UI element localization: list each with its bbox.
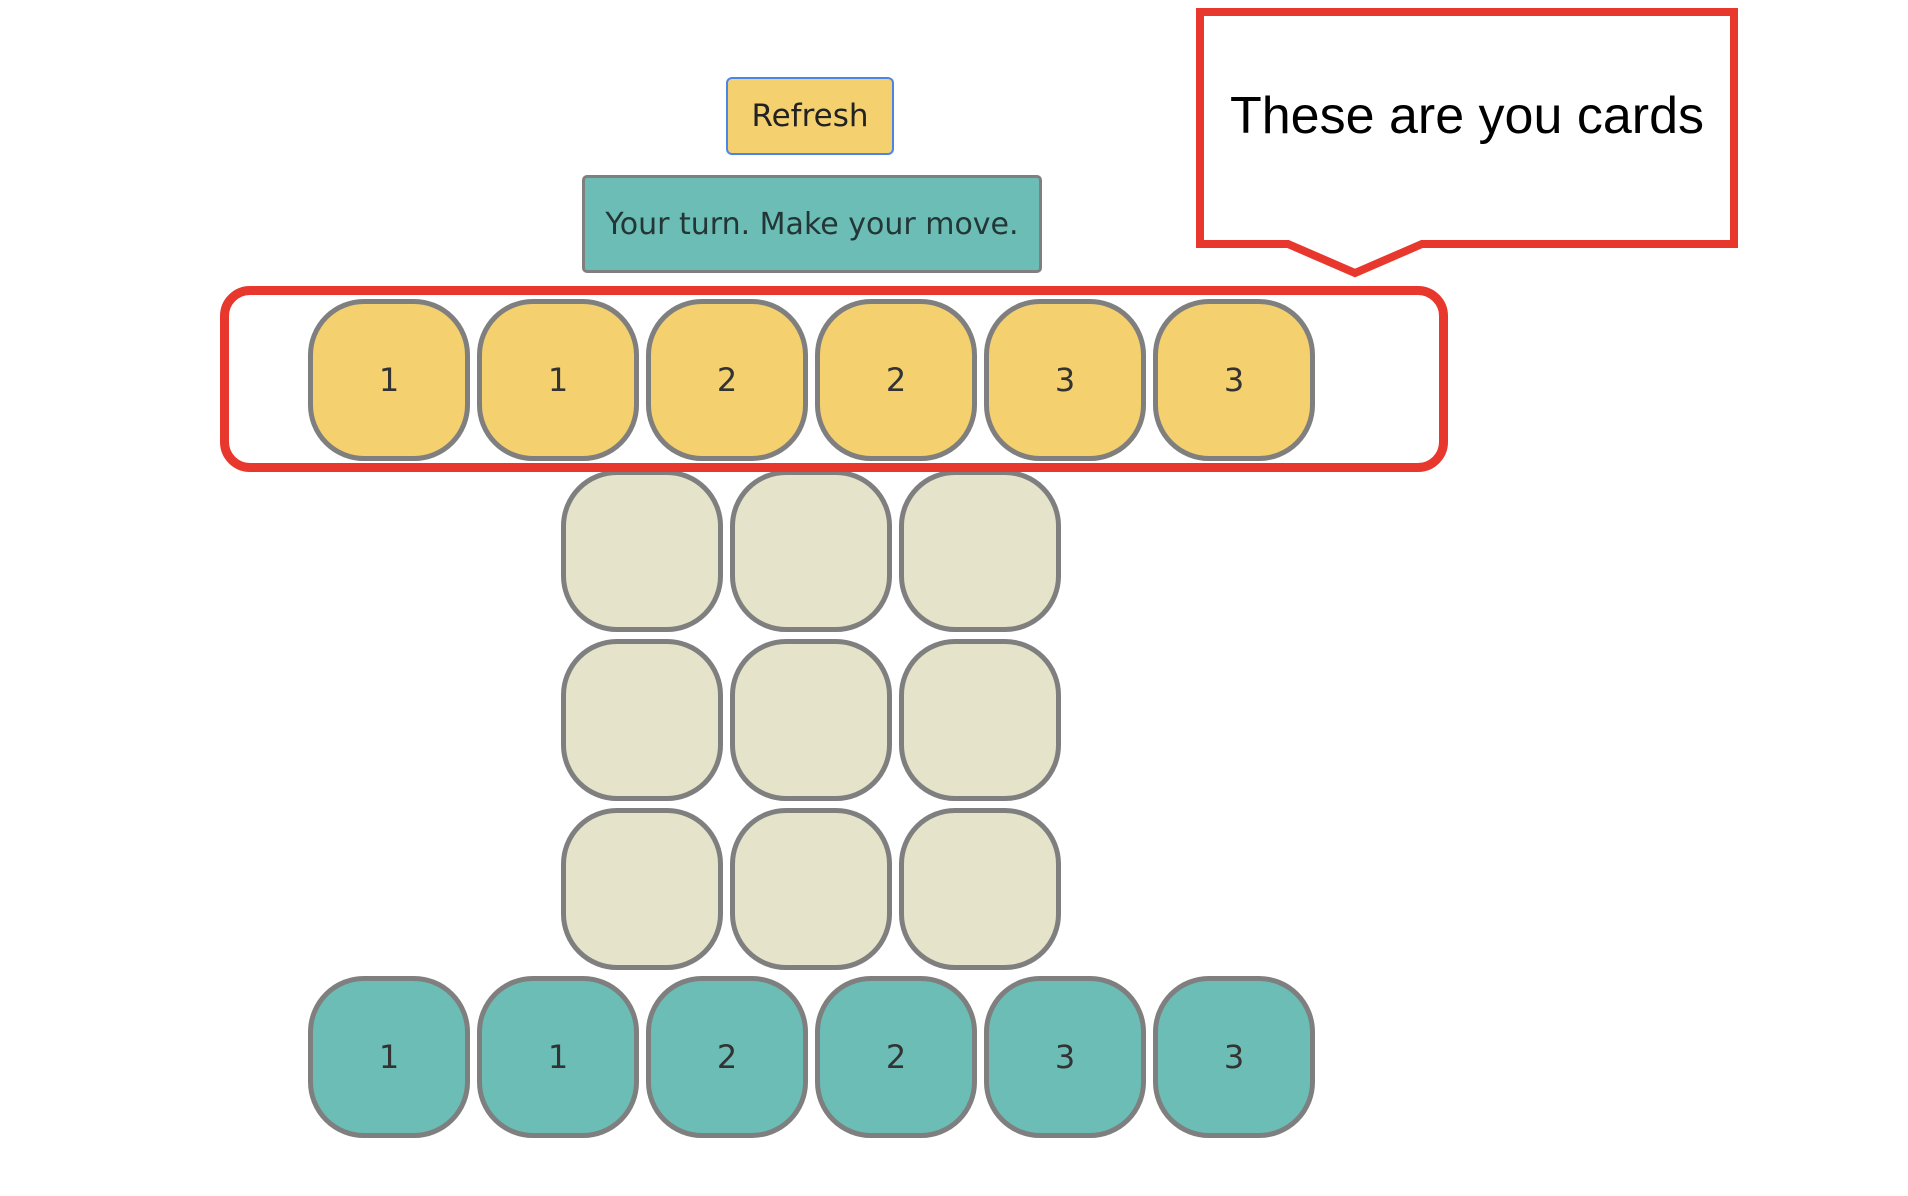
board-cell[interactable] [730,808,892,970]
board-cell[interactable] [561,470,723,632]
player-card[interactable]: 1 [477,299,639,461]
opponent-card: 3 [1153,976,1315,1138]
opponent-card: 1 [308,976,470,1138]
board-cell[interactable] [899,639,1061,801]
opponent-card: 2 [815,976,977,1138]
player-card[interactable]: 3 [984,299,1146,461]
player-card[interactable]: 1 [308,299,470,461]
board-cell[interactable] [899,470,1061,632]
player-card[interactable]: 2 [646,299,808,461]
opponent-card: 1 [477,976,639,1138]
player-card[interactable]: 3 [1153,299,1315,461]
annotation-callout: These are you cards [1196,8,1738,278]
board-cell[interactable] [730,470,892,632]
callout-bubble-shape [1196,8,1738,278]
opponent-card: 3 [984,976,1146,1138]
board-cell[interactable] [561,639,723,801]
callout-text: These are you cards [1229,87,1705,145]
status-banner: Your turn. Make your move. [582,175,1042,273]
opponent-card: 2 [646,976,808,1138]
board-cell[interactable] [730,639,892,801]
board-cell[interactable] [561,808,723,970]
refresh-button[interactable]: Refresh [726,77,894,155]
player-card[interactable]: 2 [815,299,977,461]
board-cell[interactable] [899,808,1061,970]
